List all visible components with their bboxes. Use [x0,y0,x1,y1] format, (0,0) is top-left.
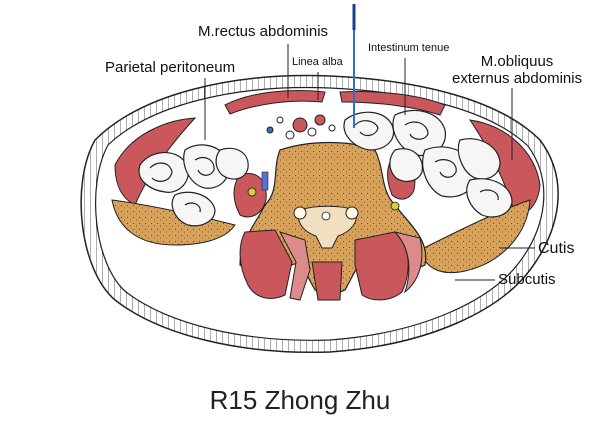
rectus-right [339,91,446,116]
vertebra [298,205,357,249]
right-back-muscle [354,231,409,301]
label-obliquus: M.obliquus externus abdominis [452,53,583,87]
rectus-left [224,90,326,115]
label-obliquus-line2: externus abdominis [452,69,583,87]
label-obliquus-line1: M.obliquus [480,53,554,70]
diagram-title: R15 Zhong Zhu [209,385,391,415]
left-back-muscle-2 [278,231,311,301]
label-subcutis: Subcutis [498,271,556,288]
label-parietal: Parietal peritoneum [105,59,236,76]
intestine-left [138,144,249,227]
midline-vessels [266,114,336,140]
leader-lines [204,44,535,281]
right-fat-wedge [419,199,531,274]
center-back-muscle [311,261,343,301]
label-linea: Linea alba [292,56,343,68]
right-back-muscle-2 [393,231,423,294]
left-fat-wedge [111,199,236,246]
left-back-muscle [239,229,293,299]
vessel-left [247,187,257,197]
label-intestinum: Intestinum tenue [368,42,450,54]
vessel-right [390,201,400,211]
intestine-right [343,109,513,218]
vessel-blue [261,171,269,191]
label-rectus: M.rectus abdominis [198,23,329,40]
label-cutis: Cutis [538,240,575,257]
